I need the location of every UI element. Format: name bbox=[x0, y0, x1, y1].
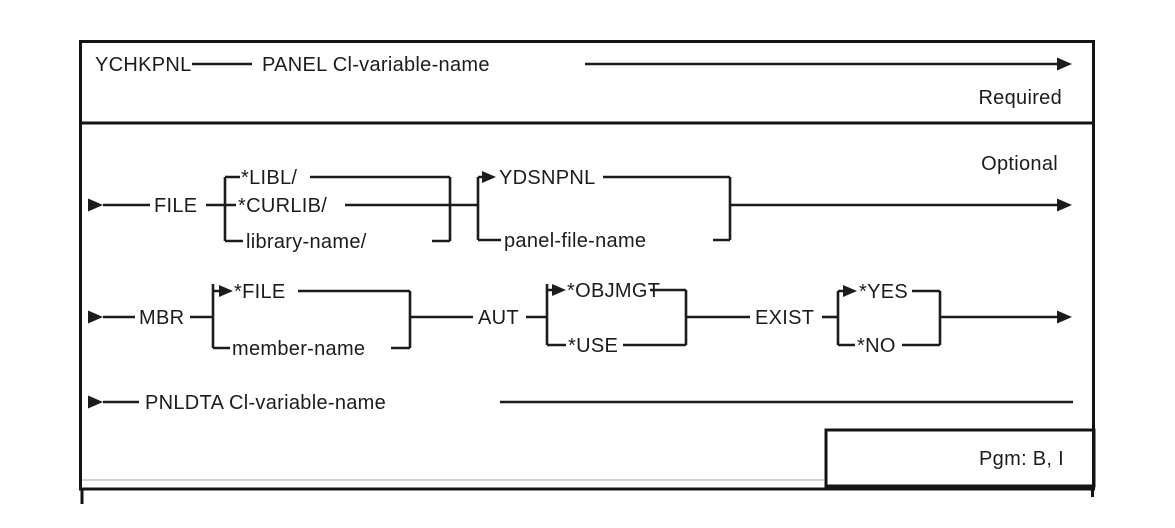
file-option-panel-file-name: panel-file-name bbox=[504, 230, 646, 252]
outer-frame bbox=[79, 40, 1095, 504]
mbr-keyword: MBR bbox=[139, 307, 184, 329]
mbr-row: MBR *FILE member-name AUT *OBJMGT *USE bbox=[88, 280, 1072, 360]
panel-parameter: PANEL Cl-variable-name bbox=[262, 54, 490, 76]
file-name-options-bracket: YDSNPNL panel-file-name bbox=[476, 167, 732, 252]
open-bracket bbox=[223, 175, 243, 243]
exist-keyword: EXIST bbox=[755, 307, 814, 329]
pgm-label: Pgm: B, I bbox=[979, 448, 1064, 470]
diagram-border bbox=[79, 40, 1095, 491]
mbr-options-bracket: *FILE member-name bbox=[211, 281, 412, 360]
exist-options-bracket: *YES *NO bbox=[836, 281, 942, 357]
required-row: YCHKPNL PANEL Cl-variable-name Required bbox=[95, 54, 1072, 109]
default-option-arrow-icon bbox=[843, 285, 857, 297]
continue-arrow-icon bbox=[1057, 57, 1072, 71]
pgm-box-border bbox=[824, 428, 1096, 488]
command-name: YCHKPNL bbox=[95, 54, 192, 76]
file-row: FILE *LIBL/ *CURLIB/ library-name/ YDSNP… bbox=[88, 167, 1072, 253]
mbr-option-member-name: member-name bbox=[232, 338, 365, 360]
close-bracket bbox=[391, 291, 412, 350]
aut-keyword: AUT bbox=[478, 307, 519, 329]
open-bracket bbox=[545, 284, 566, 347]
default-option-arrow-icon bbox=[552, 284, 566, 296]
open-bracket bbox=[836, 289, 855, 347]
library-option-curlib: *CURLIB/ bbox=[238, 195, 327, 217]
entry-arrow-icon bbox=[88, 198, 103, 212]
default-option-arrow-icon bbox=[482, 171, 496, 183]
continue-arrow-icon bbox=[1057, 198, 1072, 212]
default-option-arrow-icon bbox=[219, 285, 233, 297]
close-bracket bbox=[713, 177, 732, 242]
close-bracket bbox=[432, 177, 452, 243]
library-options-bracket: *LIBL/ *CURLIB/ library-name/ bbox=[223, 167, 452, 253]
open-bracket bbox=[211, 284, 230, 350]
aut-option-use: *USE bbox=[568, 335, 618, 357]
required-label: Required bbox=[978, 87, 1062, 109]
optional-label: Optional bbox=[981, 153, 1058, 175]
continue-arrow-icon bbox=[1057, 310, 1072, 324]
library-option-libl: *LIBL/ bbox=[241, 167, 297, 189]
aut-option-objmgt: *OBJMGT bbox=[567, 280, 660, 302]
library-option-name: library-name/ bbox=[246, 231, 367, 253]
pnldta-row: PNLDTA Cl-variable-name bbox=[88, 392, 1073, 414]
pnldta-parameter: PNLDTA Cl-variable-name bbox=[145, 392, 386, 414]
aut-options-bracket: *OBJMGT *USE bbox=[545, 280, 688, 357]
open-bracket bbox=[476, 175, 501, 242]
mbr-option-file: *FILE bbox=[234, 281, 286, 303]
exist-option-yes: *YES bbox=[859, 281, 908, 303]
file-keyword: FILE bbox=[154, 195, 197, 217]
entry-arrow-icon bbox=[88, 310, 103, 324]
file-option-ydsnpnl: YDSNPNL bbox=[499, 167, 596, 189]
entry-arrow-icon bbox=[88, 395, 103, 409]
pgm-box: Pgm: B, I bbox=[824, 428, 1096, 488]
exist-option-no: *NO bbox=[857, 335, 896, 357]
